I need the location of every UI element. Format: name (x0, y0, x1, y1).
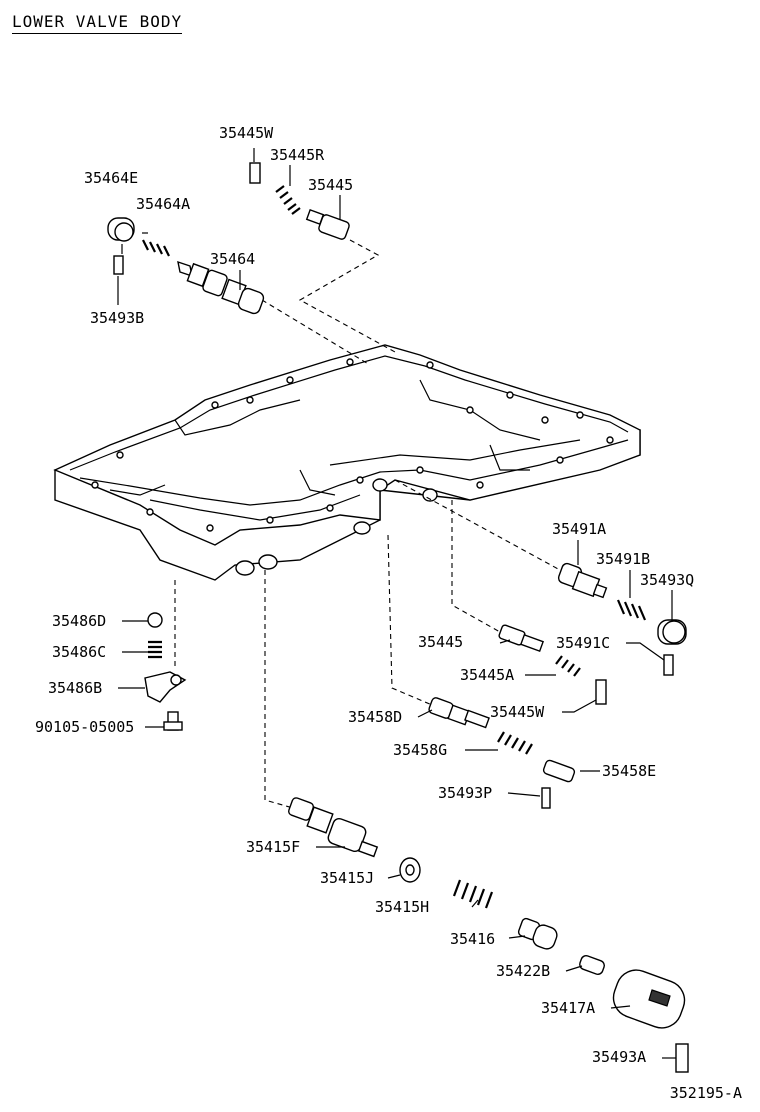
label-35493Q: 35493Q (640, 571, 695, 589)
label-35493A: 35493A (592, 1048, 647, 1066)
label-35486C: 35486C (52, 643, 107, 661)
detent-35486-group (144, 612, 187, 731)
label-35445W: 35445W (219, 124, 274, 142)
label-35416: 35416 (450, 930, 496, 948)
label-35493P: 35493P (438, 784, 493, 802)
label-35486B: 35486B (48, 679, 103, 697)
valve-35445-lower-group (498, 624, 607, 705)
diagram-title: LOWER VALVE BODY (12, 12, 183, 34)
label-35464: 35464 (210, 250, 256, 268)
label-35445R: 35445R (270, 146, 325, 164)
label-35464A: 35464A (136, 195, 191, 213)
label-35458G: 35458G (393, 741, 448, 759)
valve-body (53, 344, 641, 581)
label-35486D: 35486D (52, 612, 107, 630)
assembly-guide-lines (174, 239, 561, 811)
label-35458D: 35458D (348, 708, 403, 726)
label-35422B: 35422B (496, 962, 551, 980)
label-35493B: 35493B (90, 309, 145, 327)
label-35415J: 35415J (320, 869, 375, 887)
label-35417A: 35417A (541, 999, 596, 1017)
label-35445-upper: 35445 (308, 176, 354, 194)
label-35464E: 35464E (84, 169, 139, 187)
label-35458E: 35458E (602, 762, 657, 780)
label-35491B: 35491B (596, 550, 651, 568)
label-35491A: 35491A (552, 520, 607, 538)
valve-35458-group (428, 697, 576, 809)
label-35445A: 35445A (460, 666, 515, 684)
label-35491C: 35491C (556, 634, 611, 652)
valve-35415-group (288, 797, 689, 1073)
illustration-reference-number: 352195-A (669, 1084, 742, 1102)
leader-lines (117, 148, 676, 1059)
label-35445W-lower: 35445W (490, 703, 545, 721)
label-35415H: 35415H (375, 898, 430, 916)
label-35415F: 35415F (246, 838, 301, 856)
label-90105-05005: 90105-05005 (35, 718, 135, 736)
label-35445-lower: 35445 (418, 633, 464, 651)
valve-35445-upper-group (249, 162, 350, 240)
